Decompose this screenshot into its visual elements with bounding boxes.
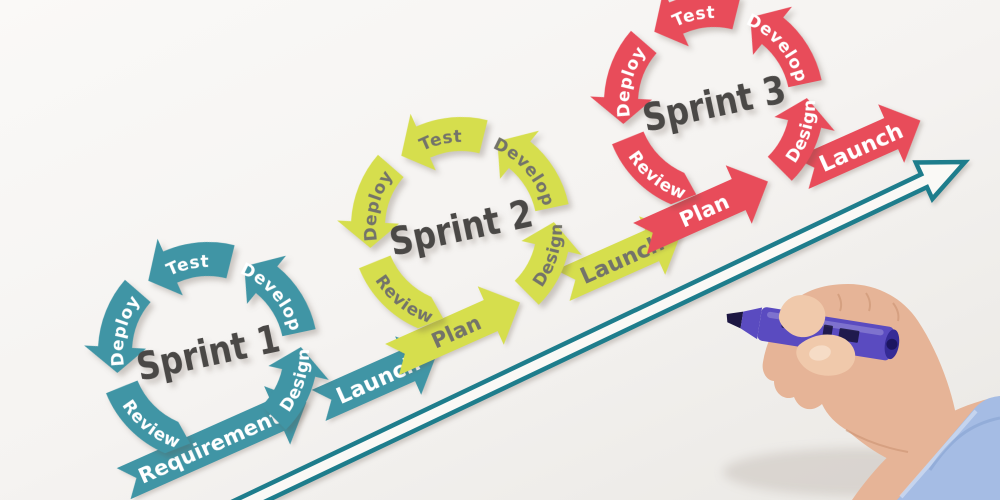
index-finger <box>778 294 826 338</box>
sprint-2: Plan Launch Test Develop Design Deploy R… <box>325 98 695 389</box>
sleeve-cuff-edge <box>899 409 978 499</box>
marker-end-button <box>886 338 898 350</box>
sprint-2-cycle: Test Develop Design Deploy Review Sprint… <box>325 98 591 338</box>
sprint-3: Plan Launch Test Develop Design Deploy R… <box>578 0 934 268</box>
knuckle-creases <box>837 292 909 453</box>
sprint-1-cycle: Test Develop Design Deploy Review Sprint… <box>72 223 338 463</box>
hand-holding-marker <box>723 284 1000 500</box>
sprint-3-cycle: Test Develop Design Deploy Review Sprint… <box>578 0 844 214</box>
sleeve-fold-shadow <box>928 416 1000 471</box>
growth-arrow <box>230 159 971 500</box>
thumbnail <box>809 345 831 361</box>
sprint-3-name: Sprint 3 <box>639 67 790 140</box>
sprint-2-name: Sprint 2 <box>386 191 537 264</box>
marker-tip <box>726 311 744 329</box>
marker-nose <box>740 307 763 340</box>
sprint-1-name: Sprint 1 <box>133 316 284 389</box>
